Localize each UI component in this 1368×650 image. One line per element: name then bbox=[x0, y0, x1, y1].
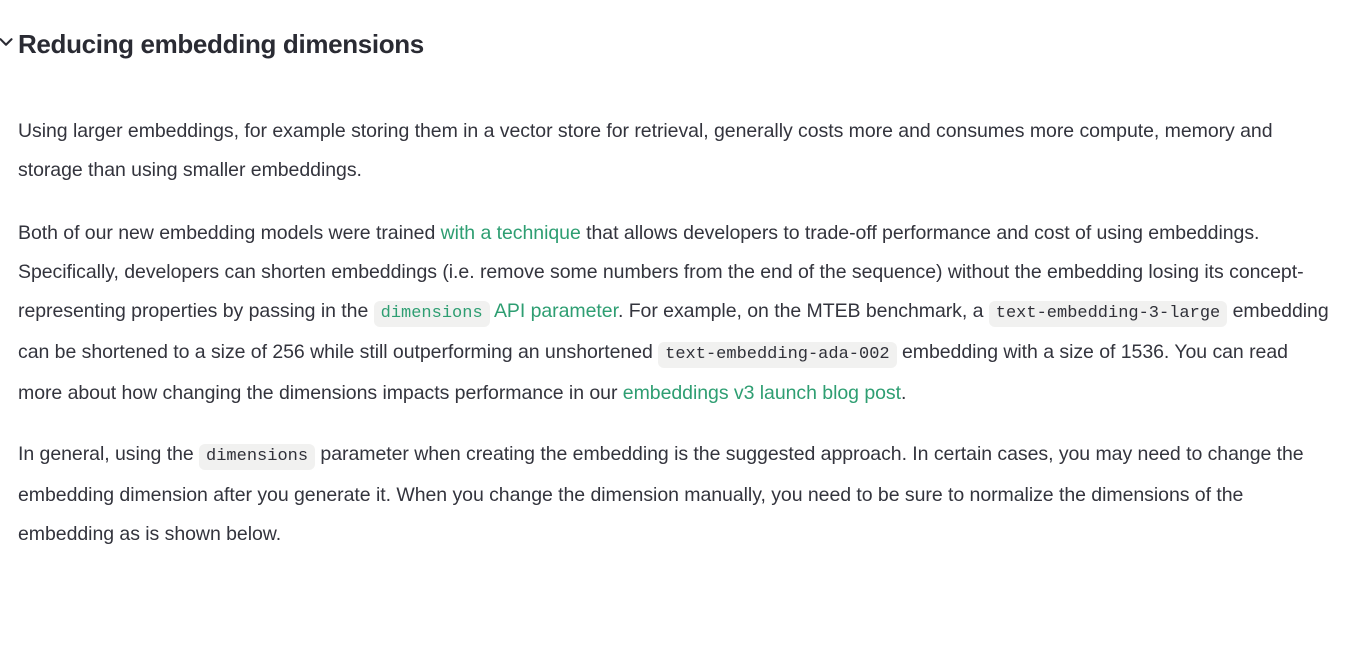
paragraph-intro-text: Using larger embeddings, for example sto… bbox=[18, 120, 1273, 181]
paragraph-shortening: Both of our new embedding models were tr… bbox=[18, 214, 1336, 413]
text-segment: that allows developers to trade-off perf… bbox=[18, 222, 1304, 322]
code-chip-text-embedding-ada-002: text-embedding-ada-002 bbox=[658, 342, 897, 368]
text-segment: embedding can be shortened to a size of … bbox=[18, 300, 1329, 363]
link-embeddings-v3-launch-blog-post[interactable]: embeddings v3 launch blog post bbox=[622, 382, 901, 404]
page-title: Reducing embedding dimensions bbox=[18, 29, 424, 59]
text-segment: parameter when creating the embedding is… bbox=[18, 443, 1304, 545]
text-segment: . bbox=[900, 382, 907, 404]
paragraph-general-guidance: In general, using the dimensions paramet… bbox=[18, 435, 1336, 554]
link-dimensions-api-parameter[interactable]: dimensions API parameter bbox=[373, 300, 618, 327]
text-segment: . For example, on the MTEB benchmark, a bbox=[617, 300, 989, 322]
code-chip-dimensions-2: dimensions bbox=[199, 444, 316, 470]
link-label: API parameter bbox=[489, 300, 618, 322]
text-segment: embedding with a size of 1536. You can r… bbox=[18, 341, 1288, 404]
text-segment: In general, using the bbox=[18, 443, 200, 465]
code-chip-dimensions: dimensions bbox=[373, 301, 490, 327]
chevron-down-icon[interactable] bbox=[0, 30, 18, 54]
code-chip-text-embedding-3-large: text-embedding-3-large bbox=[988, 301, 1228, 327]
section-heading[interactable]: Reducing embedding dimensions bbox=[0, 0, 1350, 66]
text-segment: Both of our new embedding models were tr… bbox=[18, 222, 441, 244]
paragraph-intro: Using larger embeddings, for example sto… bbox=[18, 112, 1336, 190]
link-with-a-technique[interactable]: with a technique bbox=[440, 222, 581, 244]
